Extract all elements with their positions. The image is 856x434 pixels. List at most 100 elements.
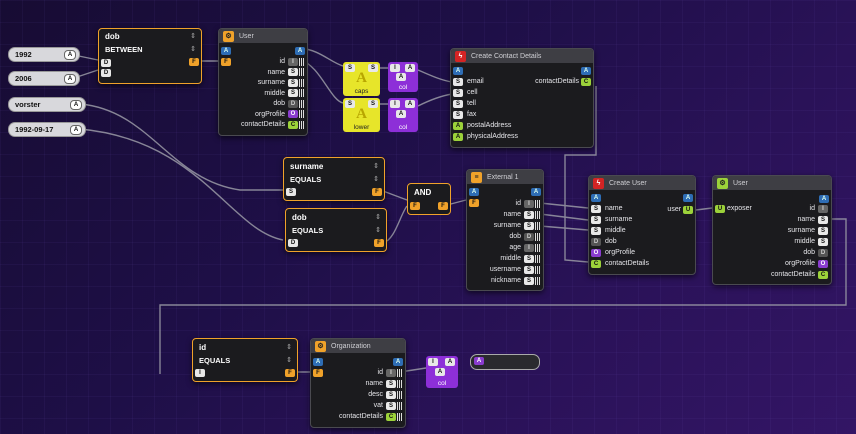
spinner-icon[interactable]: ⇕	[375, 227, 381, 234]
pin-s[interactable]: S	[591, 204, 601, 213]
pin-a-out[interactable]: A	[683, 193, 693, 202]
pin-c-out[interactable]: C	[581, 77, 591, 86]
pin-a-in[interactable]: A	[221, 46, 231, 55]
spinner-icon[interactable]: ⇕	[375, 214, 381, 221]
pin-s[interactable]: S	[288, 89, 298, 97]
pin-i[interactable]: I	[288, 57, 298, 66]
pin-s[interactable]: S	[524, 221, 534, 230]
pin-f-out[interactable]: F	[438, 202, 448, 210]
pin-a[interactable]: A	[396, 110, 406, 118]
pin-s[interactable]: S	[453, 110, 463, 119]
col-function-1[interactable]: I A A col	[388, 62, 418, 92]
pin-u-in[interactable]: U	[715, 204, 725, 213]
pin-f-out[interactable]: F	[285, 368, 295, 377]
pin-i[interactable]: I	[386, 368, 396, 377]
pin-d[interactable]: D	[591, 237, 601, 246]
pin-f-out[interactable]: F	[374, 238, 384, 247]
pin-a-in[interactable]: A	[469, 187, 479, 196]
pin-s[interactable]: S	[453, 77, 463, 86]
pin-f-out[interactable]: F	[372, 187, 382, 196]
filter-dob-between[interactable]: dob ⇕ BETWEEN ⇕ D D F	[98, 28, 202, 84]
input-vorster[interactable]: vorster A	[8, 97, 86, 112]
pin-a-in[interactable]: A	[591, 193, 601, 202]
pin-s[interactable]: S	[591, 226, 601, 235]
pin-d[interactable]: D	[288, 238, 298, 247]
pin-a[interactable]: A	[445, 358, 455, 366]
input-2006[interactable]: 2006 A	[8, 71, 80, 86]
pin-s[interactable]: S	[524, 276, 534, 285]
pin-f-out[interactable]: F	[189, 57, 199, 66]
spinner-icon[interactable]: ⇕	[373, 176, 379, 183]
pin-i[interactable]: I	[524, 243, 534, 252]
spinner-icon[interactable]: ⇕	[190, 46, 196, 53]
pin-a-in[interactable]: A	[313, 357, 323, 366]
spinner-icon[interactable]: ⇕	[373, 163, 379, 170]
filter-dob-equals[interactable]: dob ⇕ EQUALS ⇕ D F	[285, 208, 387, 252]
pin-c[interactable]: C	[591, 259, 601, 268]
pin-a[interactable]: A	[435, 368, 445, 376]
pin-a[interactable]: A	[405, 100, 415, 108]
pin-i[interactable]: I	[195, 368, 205, 377]
and-node[interactable]: AND F F	[407, 183, 451, 215]
pin-i[interactable]: I	[428, 358, 438, 366]
filter-surname-equals[interactable]: surname ⇕ EQUALS ⇕ S F	[283, 157, 385, 201]
pin-i[interactable]: I	[524, 199, 534, 208]
pin-a-out[interactable]: A	[531, 187, 541, 196]
pin-s[interactable]: S	[524, 265, 534, 274]
pin-s[interactable]: S	[386, 401, 396, 410]
pin-a-out[interactable]: A	[819, 194, 829, 203]
pin-a-in[interactable]: A	[453, 66, 463, 75]
pin-s[interactable]: S	[524, 210, 534, 219]
pin-s[interactable]: S	[286, 187, 296, 196]
pin-s[interactable]: S	[288, 68, 298, 76]
pin-s[interactable]: S	[818, 237, 828, 246]
pin-u-out[interactable]: U	[683, 205, 693, 214]
pin-i[interactable]: I	[390, 64, 400, 72]
pin-f-in[interactable]: F	[221, 57, 231, 66]
pin-o[interactable]: O	[288, 110, 298, 118]
pin-s[interactable]: S	[345, 100, 355, 108]
pin-a-out[interactable]: A	[295, 46, 305, 55]
pin-d[interactable]: D	[288, 99, 298, 108]
input-1992[interactable]: 1992 A	[8, 47, 80, 62]
pin-s[interactable]: S	[368, 64, 378, 72]
pin-c[interactable]: C	[818, 270, 828, 279]
spinner-icon[interactable]: ⇕	[286, 357, 292, 364]
pin-d[interactable]: D	[524, 232, 534, 241]
pin-i[interactable]: I	[818, 204, 828, 213]
pin-f-in[interactable]: F	[410, 202, 420, 210]
pin-i[interactable]: I	[390, 100, 400, 108]
pin-a-out[interactable]: A	[581, 66, 591, 75]
